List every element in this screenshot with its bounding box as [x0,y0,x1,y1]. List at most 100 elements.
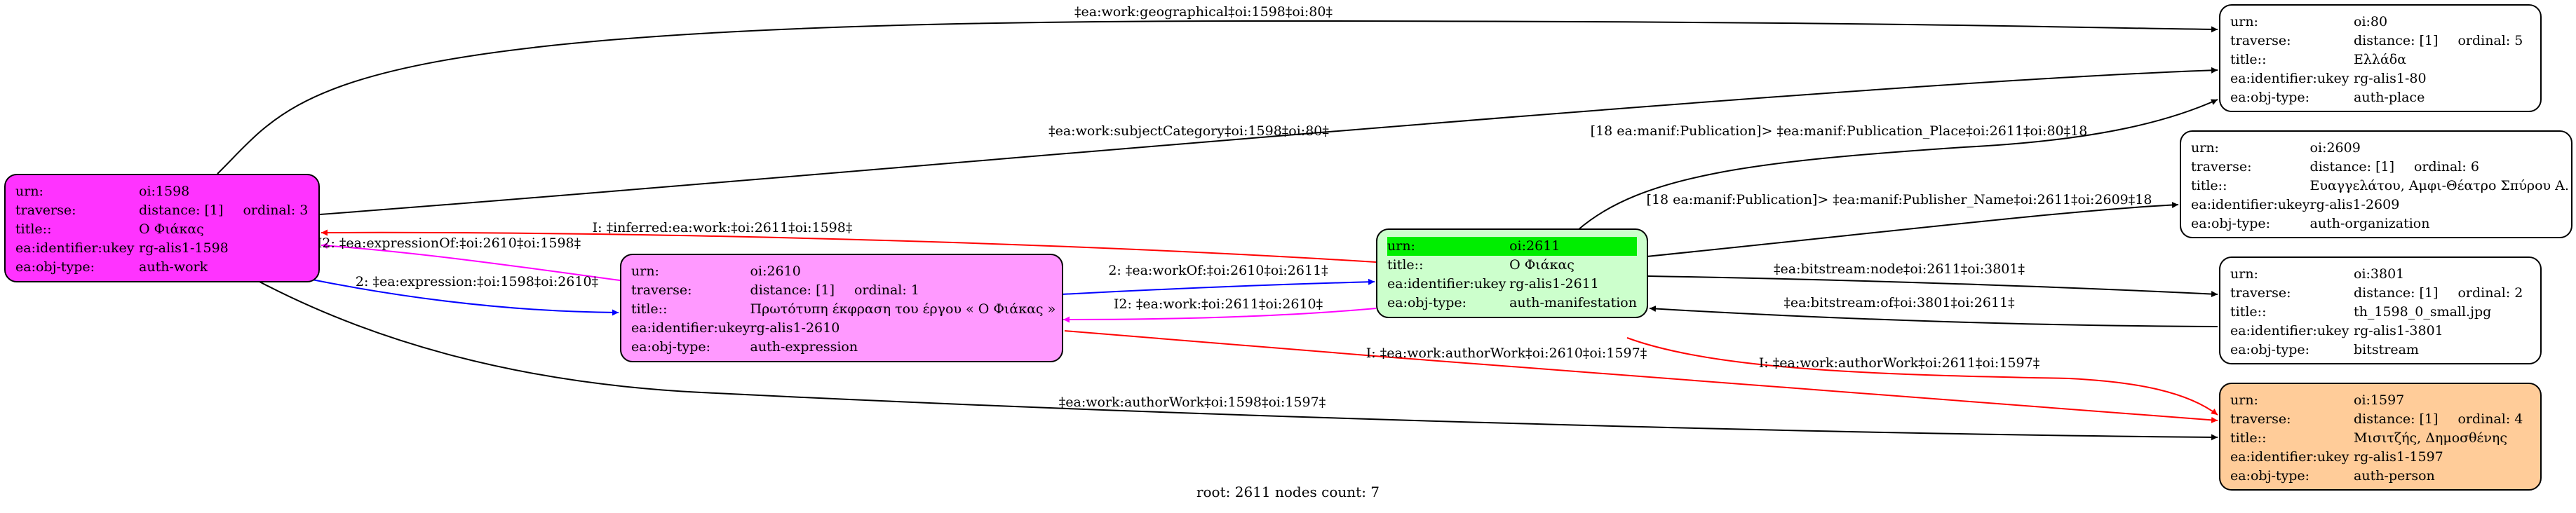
node-urn: oi:2610 [750,264,801,279]
edge-expression-of [321,242,621,281]
node-ordinal: ordinal: 2 [2457,285,2523,301]
node-ordinal: ordinal: 5 [2457,33,2523,48]
edge-publisher [1646,201,2179,257]
edge-label-author-work-2610: I: ‡ea:work:authorWork‡oi:2610‡oi:1597‡ [1366,346,1647,361]
node-urn: oi:2611 [1509,237,1637,256]
node-urn: oi:1598 [139,184,190,199]
edge-expression [308,278,619,316]
node-urn: oi:2609 [2309,140,2361,156]
edge-label-expression-of: I2: ‡ea:expressionOf:‡oi:2610‡oi:1598‡ [317,235,581,251]
node-objtype: auth-manifestation [1509,295,1637,310]
node-distance: distance: [1] [2354,411,2439,427]
node-2609[interactable]: urn: oi:2609 traverse: distance: [1] ordina… [2180,130,2572,238]
field-label-traverse: traverse: [2230,411,2291,427]
field-label-title: title:: [15,221,52,237]
field-label-urn: urn: [631,264,659,279]
field-label-title: title:: [1387,257,1424,273]
node-1597[interactable]: urn:oi:1597 traverse:distance: [1]ordina… [2219,383,2542,491]
node-ordinal: ordinal: 1 [854,282,919,298]
field-label-ukey: ea:identifier:ukey [2230,71,2349,86]
edge-bitstream-node [1647,275,2218,298]
graph-footer: root: 2611 nodes count: 7 [1196,484,1380,500]
node-ukey: rg-alis1-2610 [750,320,840,336]
node-title: Μισιτζής, Δημοσθένης [2354,430,2507,446]
edge-label-work: I2: ‡ea:work:‡oi:2611‡oi:2610‡ [1114,296,1323,312]
node-1598[interactable]: urn: oi:1598 traverse: distance: [1] ordina… [4,174,320,282]
node-3801[interactable]: urn:oi:3801 traverse:distance: [1]ordina… [2219,256,2542,364]
node-title: Ο Φιάκας [1509,257,1574,273]
field-label-objtype: ea:obj-type: [2230,468,2310,484]
field-label-ukey: ea:identifier:ukey [631,320,750,336]
field-label-title: title:: [631,301,668,317]
edge-work [1063,308,1377,323]
node-title: Ο Φιάκας [139,221,204,237]
node-objtype: auth-organization [2309,216,2430,231]
field-label-title: title:: [2230,304,2267,320]
field-label-urn: urn: [15,184,43,199]
node-ordinal: ordinal: 4 [2457,411,2523,427]
node-distance: distance: [1] [2309,159,2394,175]
edge-label-author-work-2611: I: ‡ea:work:authorWork‡oi:2611‡oi:1597‡ [1759,355,2039,371]
field-label-traverse: traverse: [631,282,692,298]
field-label-traverse: traverse: [15,203,76,218]
node-objtype: auth-work [139,259,208,275]
node-distance: distance: [1] [139,203,224,218]
node-2611-root[interactable]: urn:oi:2611 title::Ο Φιάκας ea:identifie… [1376,228,1648,318]
node-objtype: bitstream [2354,342,2419,357]
field-label-urn: urn: [2230,392,2258,408]
field-label-objtype: ea:obj-type: [2230,342,2310,357]
node-ukey: rg-alis1-1598 [139,240,229,256]
field-label-objtype: ea:obj-type: [631,339,711,355]
edge-geographical [217,20,2218,175]
node-ordinal: ordinal: 3 [243,203,309,218]
field-label-objtype: ea:obj-type: [2191,216,2271,231]
node-objtype: auth-person [2354,468,2435,484]
edge-inferred-work [321,229,1377,263]
field-label-urn: urn: [1387,237,1510,256]
node-ordinal: ordinal: 6 [2413,159,2479,175]
edge-author-work-2611 [1626,337,2218,416]
node-objtype: auth-place [2354,90,2425,105]
field-label-objtype: ea:obj-type: [15,259,95,275]
node-urn: oi:3801 [2354,266,2405,282]
node-title: Ελλάδα [2354,52,2407,67]
field-label-ukey: ea:identifier:ukey [2230,449,2349,465]
node-80[interactable]: urn:oi:80 traverse:distance: [1]ordinal:… [2219,4,2542,112]
edge-label-bitstream-node: ‡ea:bitstream:node‡oi:2611‡oi:3801‡ [1774,261,2025,277]
node-urn: oi:80 [2354,14,2388,29]
edge-label-inferred-work: I: ‡inferred:ea:work:‡oi:2611‡oi:1598‡ [593,220,853,235]
field-label-title: title:: [2230,52,2267,67]
edge-label-work-of: 2: ‡ea:workOf:‡oi:2610‡oi:2611‡ [1108,263,1328,278]
node-ukey: rg-alis1-3801 [2354,323,2443,338]
node-ukey: rg-alis1-1597 [2354,449,2443,465]
edge-work-of [1061,278,1375,295]
edge-label-expression: 2: ‡ea:expression:‡oi:1598‡oi:2610‡ [356,274,598,289]
node-distance: distance: [1] [750,282,835,298]
node-ukey: rg-alis1-2609 [2309,197,2400,212]
edge-label-subject-category: ‡ea:work:subjectCategory‡oi:1598‡oi:80‡ [1048,123,1329,139]
field-label-urn: urn: [2230,266,2258,282]
field-label-objtype: ea:obj-type: [2230,90,2310,105]
field-label-ukey: ea:identifier:ukey [15,240,135,256]
edge-label-author-work-1598: ‡ea:work:authorWork‡oi:1598‡oi:1597‡ [1059,395,1326,410]
edge-publication-place [1577,99,2218,231]
field-label-ukey: ea:identifier:ukey [2191,197,2310,212]
edge-label-geographical: ‡ea:work:geographical‡oi:1598‡oi:80‡ [1074,4,1333,20]
root-highlight-row: urn:oi:2611 [1387,237,1637,256]
edge-author-work-1598 [259,281,2218,441]
node-ukey: rg-alis1-2611 [1509,276,1599,292]
node-2610[interactable]: urn: oi:2610 traverse: distance: [1] ordina… [620,254,1063,362]
field-label-urn: urn: [2191,140,2219,156]
field-label-title: title:: [2230,430,2267,446]
edge-label-publisher: [18 ea:manif:Publication]> ‡ea:manif:Pub… [1647,192,2152,207]
node-title: Πρωτότυπη έκφραση του έργου « Ο Φιάκας » [750,301,1056,317]
field-label-traverse: traverse: [2191,159,2252,175]
node-title: th_1598_0_small.jpg [2354,304,2492,320]
edge-subject-category [319,67,2218,215]
field-label-objtype: ea:obj-type: [1387,295,1467,310]
field-label-title: title:: [2191,178,2227,193]
node-title: Ευαγγελάτου, Αμφι-Θέατρο Σπύρου Α. [2309,178,2569,193]
field-label-ukey: ea:identifier:ukey [2230,323,2349,338]
field-label-traverse: traverse: [2230,33,2291,48]
